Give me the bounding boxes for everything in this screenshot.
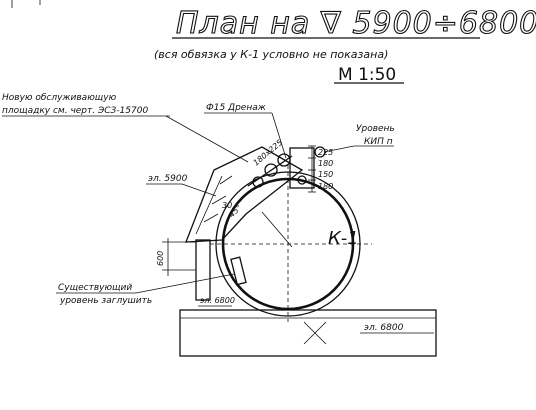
- callout-elevation-6800-right: эл. 6800: [364, 323, 404, 333]
- vessel-label: К-1: [328, 228, 359, 249]
- leader-5900: [181, 183, 217, 197]
- instrument-fitting-4: [297, 175, 307, 185]
- level-gauge-body: [289, 147, 315, 189]
- platform-hatch-1: [219, 175, 233, 185]
- callout-existing-2: уровень заглушить: [59, 296, 152, 306]
- dim-225: 225: [318, 148, 333, 157]
- callout-elevation-5900: эл. 5900: [148, 174, 188, 184]
- platform-hatch-3: [203, 213, 219, 223]
- floor-slab-6800: [179, 309, 437, 357]
- vessel-axis-diagonal: [261, 211, 293, 248]
- dim-30: 30: [222, 201, 232, 210]
- drawing-subtitle: (вся обвязка у К-1 условно не показана): [154, 48, 388, 61]
- service-platform: [185, 146, 304, 243]
- callout-new-platform-1: Новую обслуживающую: [2, 93, 117, 103]
- slab-cross-2: [303, 321, 327, 345]
- instrument-fitting-1: [264, 163, 278, 177]
- leader-existing: [135, 273, 235, 294]
- dim-180-a: 180: [318, 159, 333, 168]
- callout-elevation-6800-left: эл. 6800: [200, 296, 235, 305]
- platform-edge-inner: [195, 175, 223, 235]
- drawing-title: План на ∇ 5900÷6800: [176, 6, 536, 41]
- instrument-pipe: [247, 155, 293, 187]
- platform-hatch-2: [211, 195, 227, 205]
- existing-level-gauge: [230, 256, 247, 286]
- leader-level: [323, 145, 355, 153]
- dim-150: 150: [318, 170, 333, 179]
- drawing-scale: М 1:50: [338, 65, 396, 85]
- dim-600: 600: [156, 251, 165, 266]
- leader-new-platform: [165, 115, 249, 163]
- leader-drainage: [271, 112, 287, 159]
- instrument-fitting-2: [277, 153, 291, 167]
- dim-180-b: 180: [318, 182, 333, 191]
- callout-existing-1: Существующий: [58, 283, 132, 293]
- callout-level-2: КИП п: [364, 137, 393, 147]
- support-column: [195, 239, 211, 301]
- callout-drainage: Ф15 Дренаж: [206, 103, 267, 113]
- callout-level-1: Уровень: [356, 124, 395, 134]
- callout-new-platform-2: площадку см. черт. ЭСЗ-15700: [2, 106, 148, 116]
